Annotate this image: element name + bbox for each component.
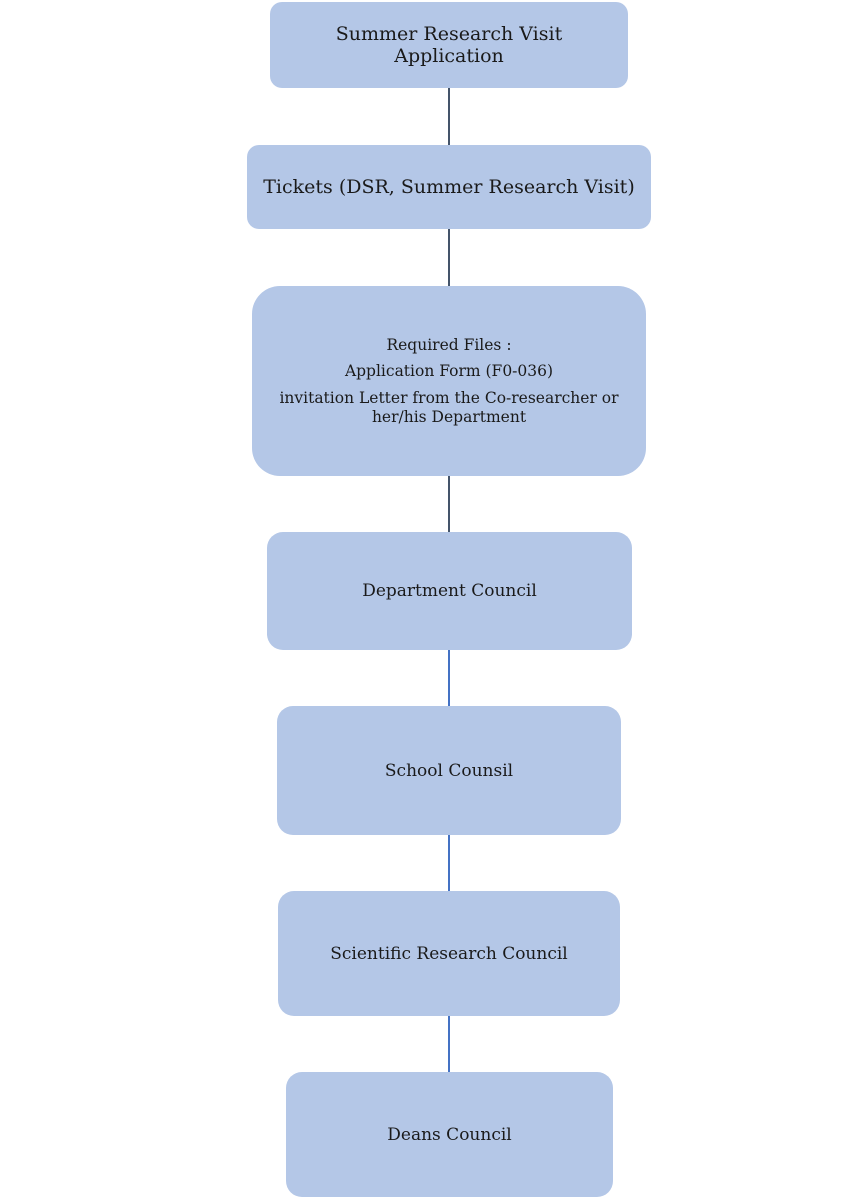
connector-2-3 [448,229,450,286]
step-department-council: Department Council [267,532,632,650]
required-files-heading: Required Files : [386,335,512,354]
step-label: School Counsil [384,760,514,781]
step-label: Department Council [362,581,537,601]
connector-3-4 [448,476,450,532]
connector-1-2 [448,88,450,145]
step-application: Summer Research Visit Application [270,2,628,88]
step-label: Deans Council [387,1124,512,1145]
required-file-application-form: Application Form (F0-036) [344,362,554,381]
step-tickets: Tickets (DSR, Summer Research Visit) [247,145,651,229]
step-required-files: Required Files : Application Form (F0-03… [252,286,646,476]
required-file-invitation-letter: invitation Letter from the Co-researcher… [279,389,619,426]
step-label: Scientific Research Council [330,943,568,964]
step-scientific-research-council: Scientific Research Council [278,891,620,1016]
connector-5-6 [448,835,450,891]
connector-4-5 [448,650,450,706]
connector-6-7 [448,1016,450,1072]
step-school-counsil: School Counsil [277,706,621,835]
step-deans-council: Deans Council [286,1072,613,1197]
step-label: Tickets (DSR, Summer Research Visit) [263,176,635,198]
step-label: Summer Research Visit Application [335,23,563,67]
